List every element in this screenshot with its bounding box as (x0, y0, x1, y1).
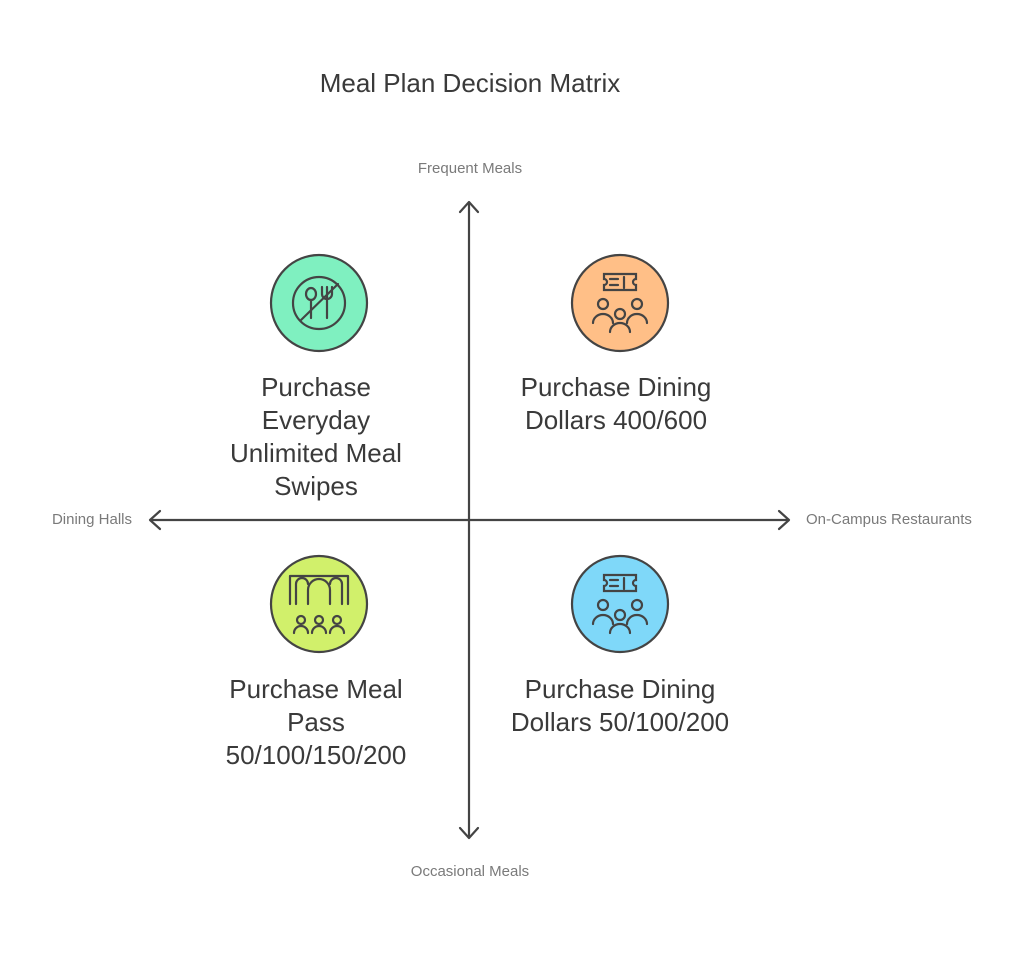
quadrant-top-left-label: Purchase Everyday Unlimited Meal Swipes (196, 371, 436, 503)
quadrant-bottom-right-label: Purchase Dining Dollars 50/100/200 (480, 673, 760, 739)
label-line: 50/100/150/200 (225, 740, 407, 770)
left-arrowhead (148, 509, 162, 531)
label-line: Unlimited Meal (230, 438, 402, 468)
label-line: Everyday (261, 405, 371, 435)
axis-label-left: Dining Halls (51, 511, 132, 528)
ticket-group-icon (570, 554, 670, 654)
quadrant-top-right-label: Purchase Dining Dollars 400/600 (486, 371, 746, 437)
label-line: Dollars 50/100/200 (510, 707, 730, 737)
right-arrowhead (777, 509, 791, 531)
label-line: Pass (287, 707, 345, 737)
label-line: Swipes (274, 471, 358, 501)
label-line: Purchase Dining (520, 372, 712, 402)
label-line: Purchase Meal (229, 674, 403, 704)
quadrant-bottom-left-label: Purchase Meal Pass 50/100/150/200 (196, 673, 436, 772)
axis-label-right: On-Campus Restaurants (806, 511, 972, 528)
down-arrowhead (458, 826, 480, 840)
dining-hall-group-icon (269, 554, 369, 654)
ticket-group-icon (570, 253, 670, 353)
axis-label-top: Frequent Meals (417, 160, 523, 177)
up-arrowhead (458, 200, 480, 214)
diagram-title: Meal Plan Decision Matrix (319, 68, 621, 98)
label-line: Purchase (261, 372, 371, 402)
label-line: Purchase Dining (524, 674, 716, 704)
label-line: Dollars 400/600 (524, 405, 708, 435)
no-utensils-icon (269, 253, 369, 353)
axis-label-bottom: Occasional Meals (410, 863, 530, 880)
